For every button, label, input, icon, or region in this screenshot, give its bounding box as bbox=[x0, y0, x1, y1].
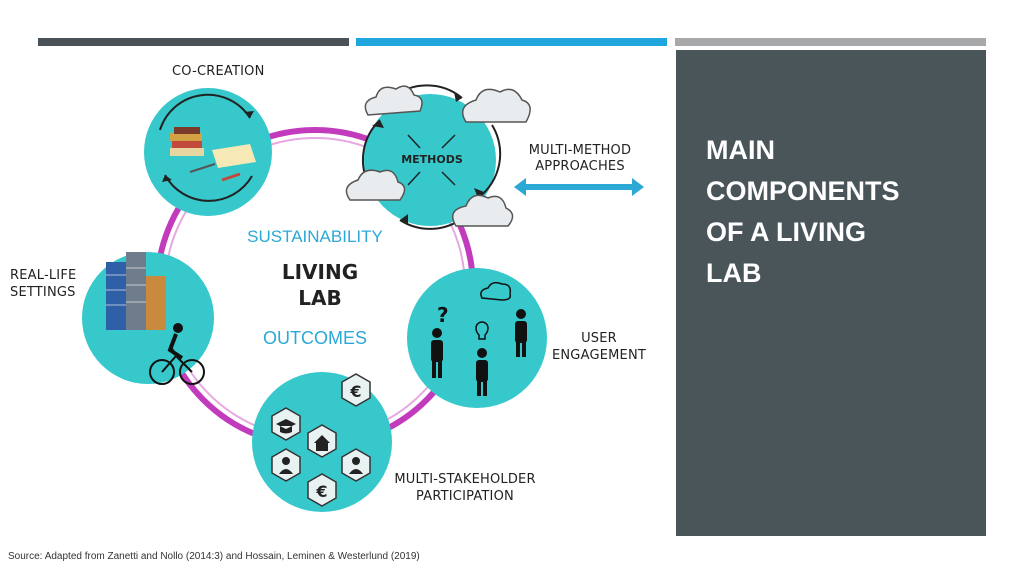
outcomes-label: OUTCOMES bbox=[262, 328, 367, 348]
title-line-1: MAIN bbox=[706, 135, 775, 165]
question-mark-icon: ? bbox=[437, 303, 449, 327]
euro-icon: € bbox=[315, 482, 327, 501]
thought-bubble-icon bbox=[480, 281, 512, 301]
header-bar-dark bbox=[38, 38, 349, 46]
source-caption: Source: Adapted from Zanetti and Nollo (… bbox=[8, 551, 420, 562]
house-icon bbox=[314, 435, 330, 451]
person-icon bbox=[279, 457, 363, 474]
user-engagement-label: USER ENGAGEMENT bbox=[549, 330, 649, 364]
co-creation-label: CO-CREATION bbox=[172, 64, 265, 79]
euro-icon: € bbox=[349, 382, 361, 401]
real-life-label: REAL-LIFE SETTINGS bbox=[10, 267, 76, 301]
double-arrow bbox=[514, 178, 644, 196]
methods-label: METHODS bbox=[401, 153, 463, 166]
real-life-line-1: REAL-LIFE bbox=[10, 268, 77, 283]
living-lab-title: LIVING LAB bbox=[255, 259, 385, 311]
user-engagement-node: ? bbox=[407, 268, 547, 408]
real-life-line-2: SETTINGS bbox=[10, 285, 76, 300]
title-line-2: COMPONENTS bbox=[706, 176, 900, 206]
user-engagement-line-2: ENGAGEMENT bbox=[551, 348, 647, 363]
multi-stakeholder-line-2: PARTICIPATION bbox=[416, 489, 514, 504]
center-fill bbox=[169, 142, 461, 434]
multi-method-line-2: APPROACHES bbox=[535, 159, 625, 174]
co-creation-node bbox=[144, 88, 272, 216]
title-line-3: OF A LIVING bbox=[706, 217, 866, 247]
lightbulb-icon bbox=[475, 321, 489, 340]
lab-label: LAB bbox=[298, 286, 342, 310]
header-bar-gray bbox=[675, 38, 986, 46]
living-lab-diagram: METHODS ? bbox=[82, 84, 644, 512]
title-line-4: LAB bbox=[706, 258, 762, 288]
graduation-cap-icon bbox=[276, 419, 296, 434]
title-panel: MAIN COMPONENTS OF A LIVING LAB bbox=[676, 50, 986, 536]
living-label: LIVING bbox=[281, 260, 359, 284]
cloud-icon bbox=[345, 85, 531, 227]
sustainability-label: SUSTAINABILITY bbox=[247, 227, 383, 246]
multi-method-line-1: MULTI-METHOD bbox=[528, 143, 632, 158]
user-engagement-line-1: USER bbox=[581, 331, 617, 346]
multi-method-label: MULTI-METHOD APPROACHES bbox=[525, 143, 635, 175]
multi-stakeholder-node: € € bbox=[252, 372, 392, 512]
slide-title: MAIN COMPONENTS OF A LIVING LAB bbox=[706, 130, 966, 294]
multi-stakeholder-line-1: MULTI-STAKEHOLDER bbox=[394, 472, 536, 487]
multi-stakeholder-label: MULTI-STAKEHOLDER PARTICIPATION bbox=[390, 471, 540, 505]
real-life-node bbox=[82, 252, 214, 385]
header-bar-blue bbox=[356, 38, 667, 46]
